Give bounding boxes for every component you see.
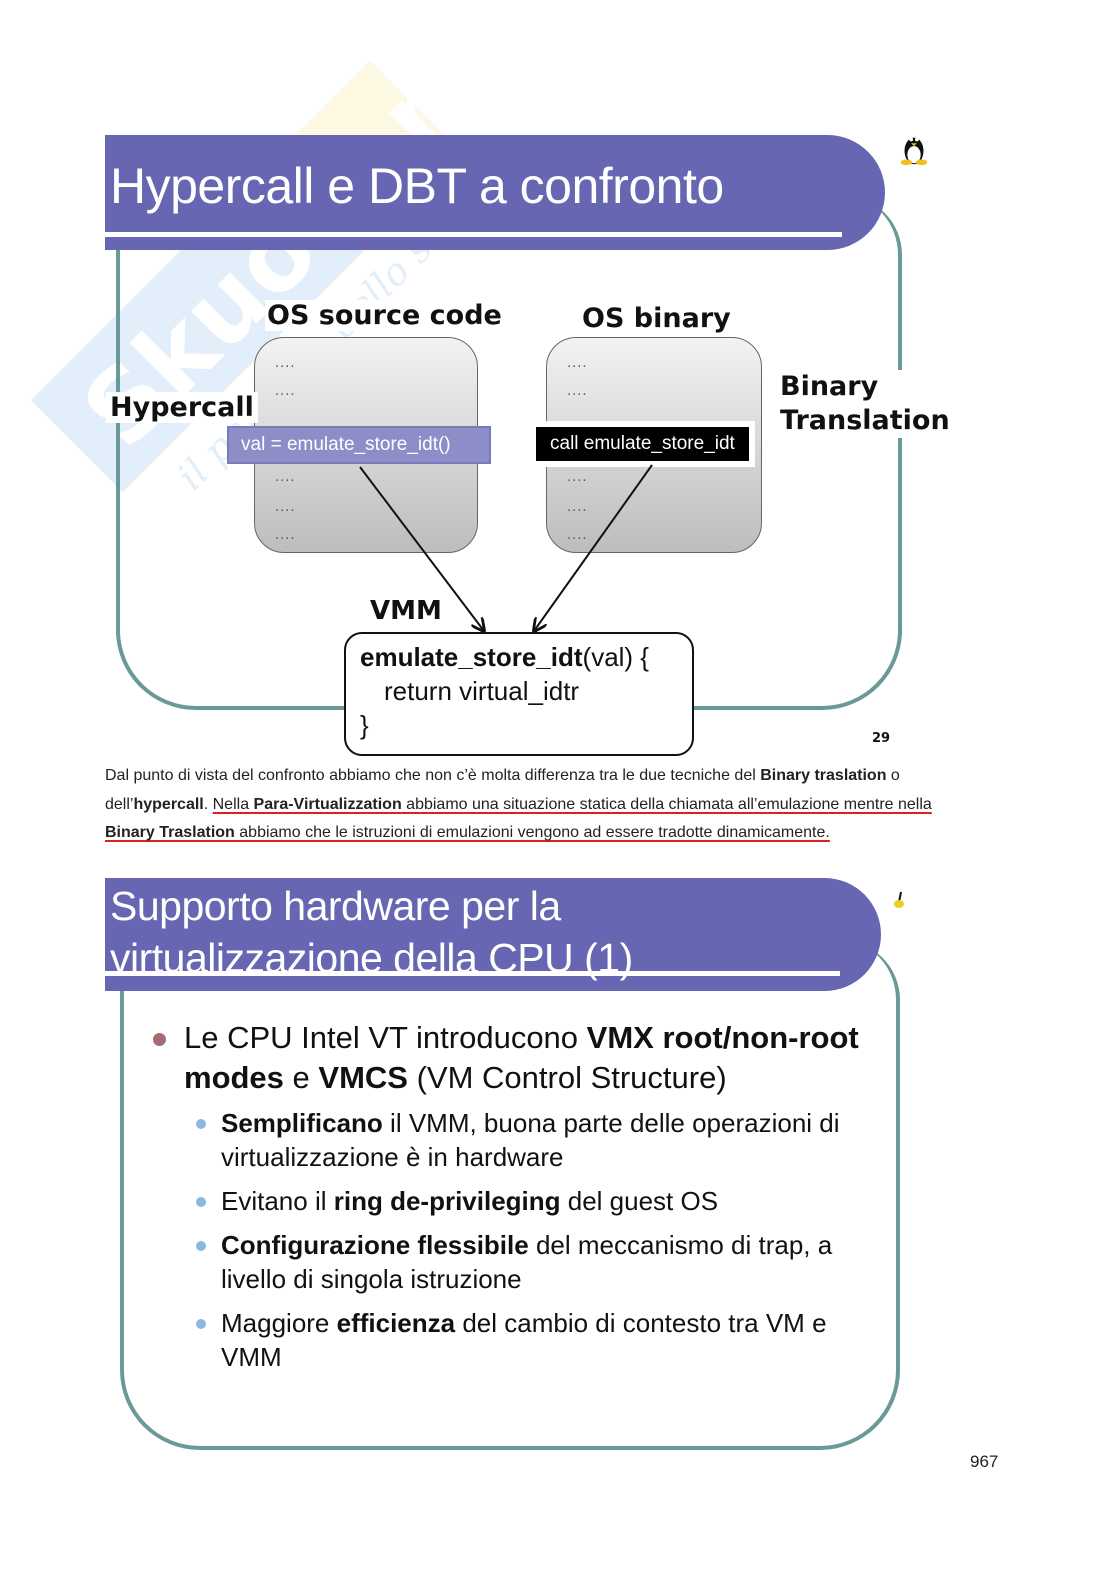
sub-bullet-item: Maggiore efficienza del cambio di contes…: [187, 1306, 890, 1374]
para-text: o dell’: [105, 767, 900, 813]
para-bold: Binary traslation: [760, 767, 887, 784]
title-rule: [105, 971, 840, 976]
tux-penguin-icon: [900, 137, 928, 166]
vmm-func-body: return virtual_idtr: [384, 676, 580, 706]
code-dots: ....: [275, 528, 296, 543]
bullet-bold: Semplificano: [221, 1108, 383, 1138]
para-text: abbiamo che le istruzioni di emulazioni …: [234, 824, 830, 841]
para-text: abbiamo una situazione statica della chi…: [401, 795, 932, 813]
code-dots: ....: [567, 470, 588, 485]
slide2-title-line1: Supporto hardware per la: [110, 883, 561, 929]
vmm-label: VMM: [370, 596, 442, 626]
slide2-title: Supporto hardware per la virtualizzazion…: [110, 880, 633, 984]
sub-bullet-item: Configurazione flessibile del meccanismo…: [187, 1228, 890, 1296]
sub-bullet-item: Evitano il ring de-privileging del guest…: [187, 1184, 890, 1218]
bullet-text: Maggiore: [221, 1308, 337, 1338]
bullet-text: del guest OS: [560, 1186, 719, 1216]
para-text: Nella: [212, 795, 254, 813]
underlined-passage: Nella Para-Virtualizzation abbiamo una s…: [105, 796, 932, 842]
os-binary-label: OS binary: [580, 303, 733, 334]
binary-call-code-box: call emulate_store_idt: [536, 427, 749, 461]
title-rule: [105, 232, 842, 237]
slide2-bullets: Le CPU Intel VT introducono VMX root/non…: [150, 1018, 890, 1384]
bullet-text: Le CPU Intel VT introducono: [184, 1020, 587, 1055]
slide1-title: Hypercall e DBT a confronto: [110, 158, 724, 214]
bullet-text: il VMM, buona parte delle operazioni di …: [221, 1108, 840, 1172]
tux-penguin-icon: [894, 891, 904, 908]
bullet-bold: ring de-privileging: [333, 1186, 561, 1216]
page-number: 967: [970, 1452, 999, 1471]
bullet-bold: Configurazione flessibile: [221, 1230, 529, 1260]
bullet-text: Evitano il: [221, 1186, 334, 1216]
bullet-text: del cambio di contesto tra VM e VMM: [221, 1308, 827, 1372]
sub-bullet-item: Semplificano il VMM, buona parte delle o…: [187, 1106, 890, 1174]
slide2-title-banner: Supporto hardware per la virtualizzazion…: [105, 878, 881, 991]
para-bold: hypercall: [133, 795, 204, 813]
bullet-text: del meccanismo di trap, a livello di sin…: [221, 1230, 833, 1294]
vmm-func-args: (val) {: [582, 642, 649, 672]
para-bold: Binary Traslation: [105, 824, 235, 841]
bullet-bold: VMX root/non-root modes: [184, 1020, 859, 1095]
slide2-frame: [120, 940, 900, 1450]
para-bold: Para-Virtualizzation: [253, 795, 402, 813]
explanation-paragraph: Dal punto di vista del confronto abbiamo…: [105, 762, 985, 848]
code-dots: ....: [567, 356, 588, 371]
code-dots: ....: [567, 384, 588, 399]
binary-translation-line2: Translation: [780, 405, 950, 436]
bullet-text: e: [283, 1060, 319, 1095]
code-dots: ....: [567, 500, 588, 515]
code-dots: ....: [275, 500, 296, 515]
code-dots: ....: [275, 384, 296, 399]
para-text: .: [203, 795, 213, 813]
vmm-func-close: }: [360, 710, 369, 740]
code-dots: ....: [275, 356, 296, 371]
bullet-bold: efficienza: [336, 1308, 456, 1338]
para-text: Dal punto di vista del confronto abbiamo…: [105, 767, 761, 784]
slide2-title-line2: virtualizzazione della CPU (1): [110, 935, 633, 981]
slide1-title-banner: Hypercall e DBT a confronto: [105, 135, 885, 250]
binary-translation-line1: Binary: [780, 371, 879, 402]
bullet-item: Le CPU Intel VT introducono VMX root/non…: [150, 1018, 890, 1098]
bullet-bold: VMCS: [318, 1060, 408, 1095]
vmm-code-box: emulate_store_idt(val) { return virtual_…: [344, 632, 694, 756]
hypercall-label: Hypercall: [106, 392, 258, 423]
bullet-text: (VM Control Structure): [407, 1060, 727, 1095]
os-source-code-label: OS source code: [265, 300, 504, 331]
binary-translation-label: Binary Translation: [776, 370, 954, 438]
vmm-func-name: emulate_store_idt: [360, 642, 583, 672]
code-dots: ....: [275, 470, 296, 485]
code-dots: ....: [567, 528, 588, 543]
hypercall-code-box: val = emulate_store_idt(): [227, 426, 491, 464]
slide-number: 29: [872, 731, 891, 746]
